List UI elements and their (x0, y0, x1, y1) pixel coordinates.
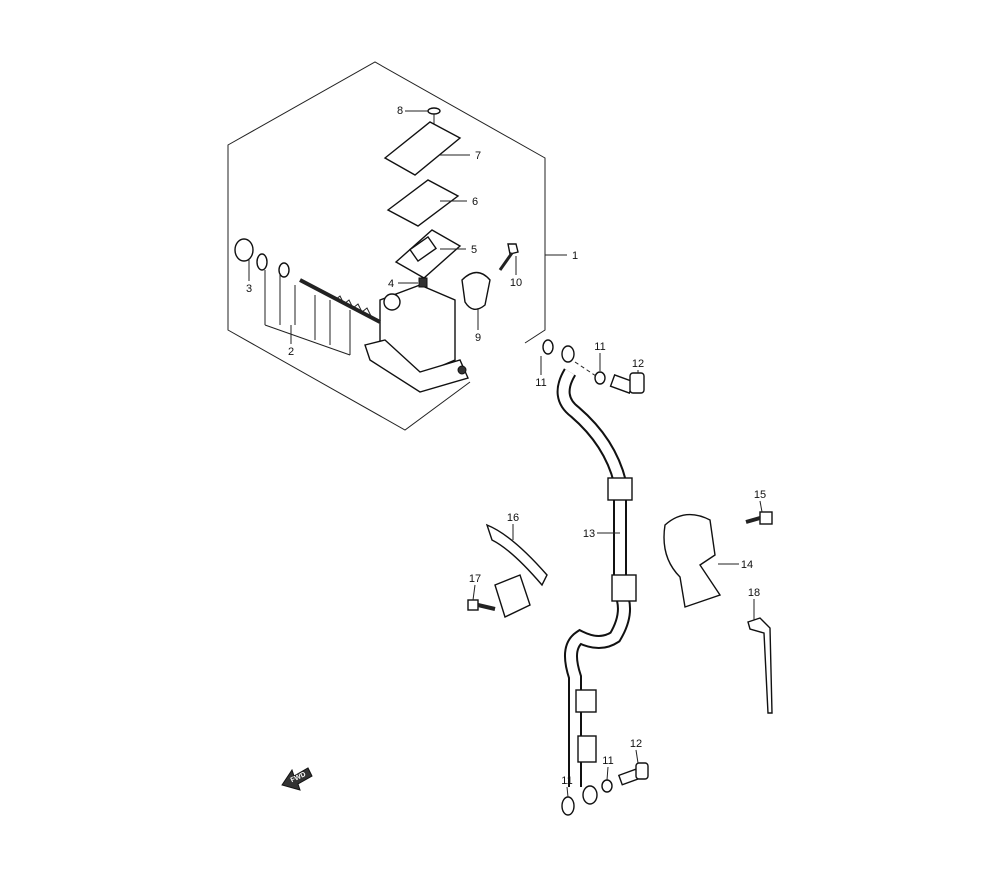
reservoir-cap-7 (383, 121, 462, 176)
plate-6 (386, 179, 460, 227)
guide-16 (485, 523, 548, 587)
callout-13: 13 (583, 528, 595, 540)
union-bolt-bottom (561, 762, 649, 816)
callout-10: 10 (510, 277, 522, 289)
callout-12: 12 (630, 738, 642, 750)
fwd-arrow-icon: FWD (281, 767, 313, 791)
union-bolt-top (542, 339, 645, 394)
callout-11: 11 (602, 755, 613, 767)
assembly-outline (227, 61, 546, 431)
bolt-15 (745, 511, 773, 525)
callout-12: 12 (632, 358, 644, 370)
callout-7: 7 (475, 150, 481, 162)
cable-tie-18 (747, 617, 773, 714)
diaphragm-inner (408, 235, 438, 263)
master-cylinder-body (364, 284, 469, 393)
callout-17: 17 (469, 573, 481, 585)
callout-18: 18 (748, 587, 760, 599)
callout-5: 5 (471, 244, 477, 256)
callout-16: 16 (507, 512, 519, 524)
pin-4 (418, 277, 428, 288)
bolt-10 (498, 243, 519, 271)
bracket-14 (663, 513, 722, 608)
callout-11: 11 (594, 341, 605, 353)
callout-1: 1 (572, 250, 578, 262)
hose-fittings (575, 477, 637, 763)
leader-lines (248, 110, 763, 798)
callout-2: 2 (288, 346, 294, 358)
callout-11: 11 (535, 377, 546, 389)
clamp-16 (494, 574, 531, 618)
callout-15: 15 (754, 489, 766, 501)
callout-14: 14 (741, 559, 753, 571)
callout-8: 8 (397, 105, 403, 117)
callout-11: 11 (561, 775, 572, 787)
callout-3: 3 (246, 283, 252, 295)
holder-9 (461, 271, 491, 310)
boot-3 (234, 238, 290, 278)
callout-4: 4 (388, 278, 394, 290)
callout-9: 9 (475, 332, 481, 344)
piston-kit-2 (264, 270, 381, 356)
callout-6: 6 (472, 196, 478, 208)
bolt-17 (467, 599, 496, 611)
